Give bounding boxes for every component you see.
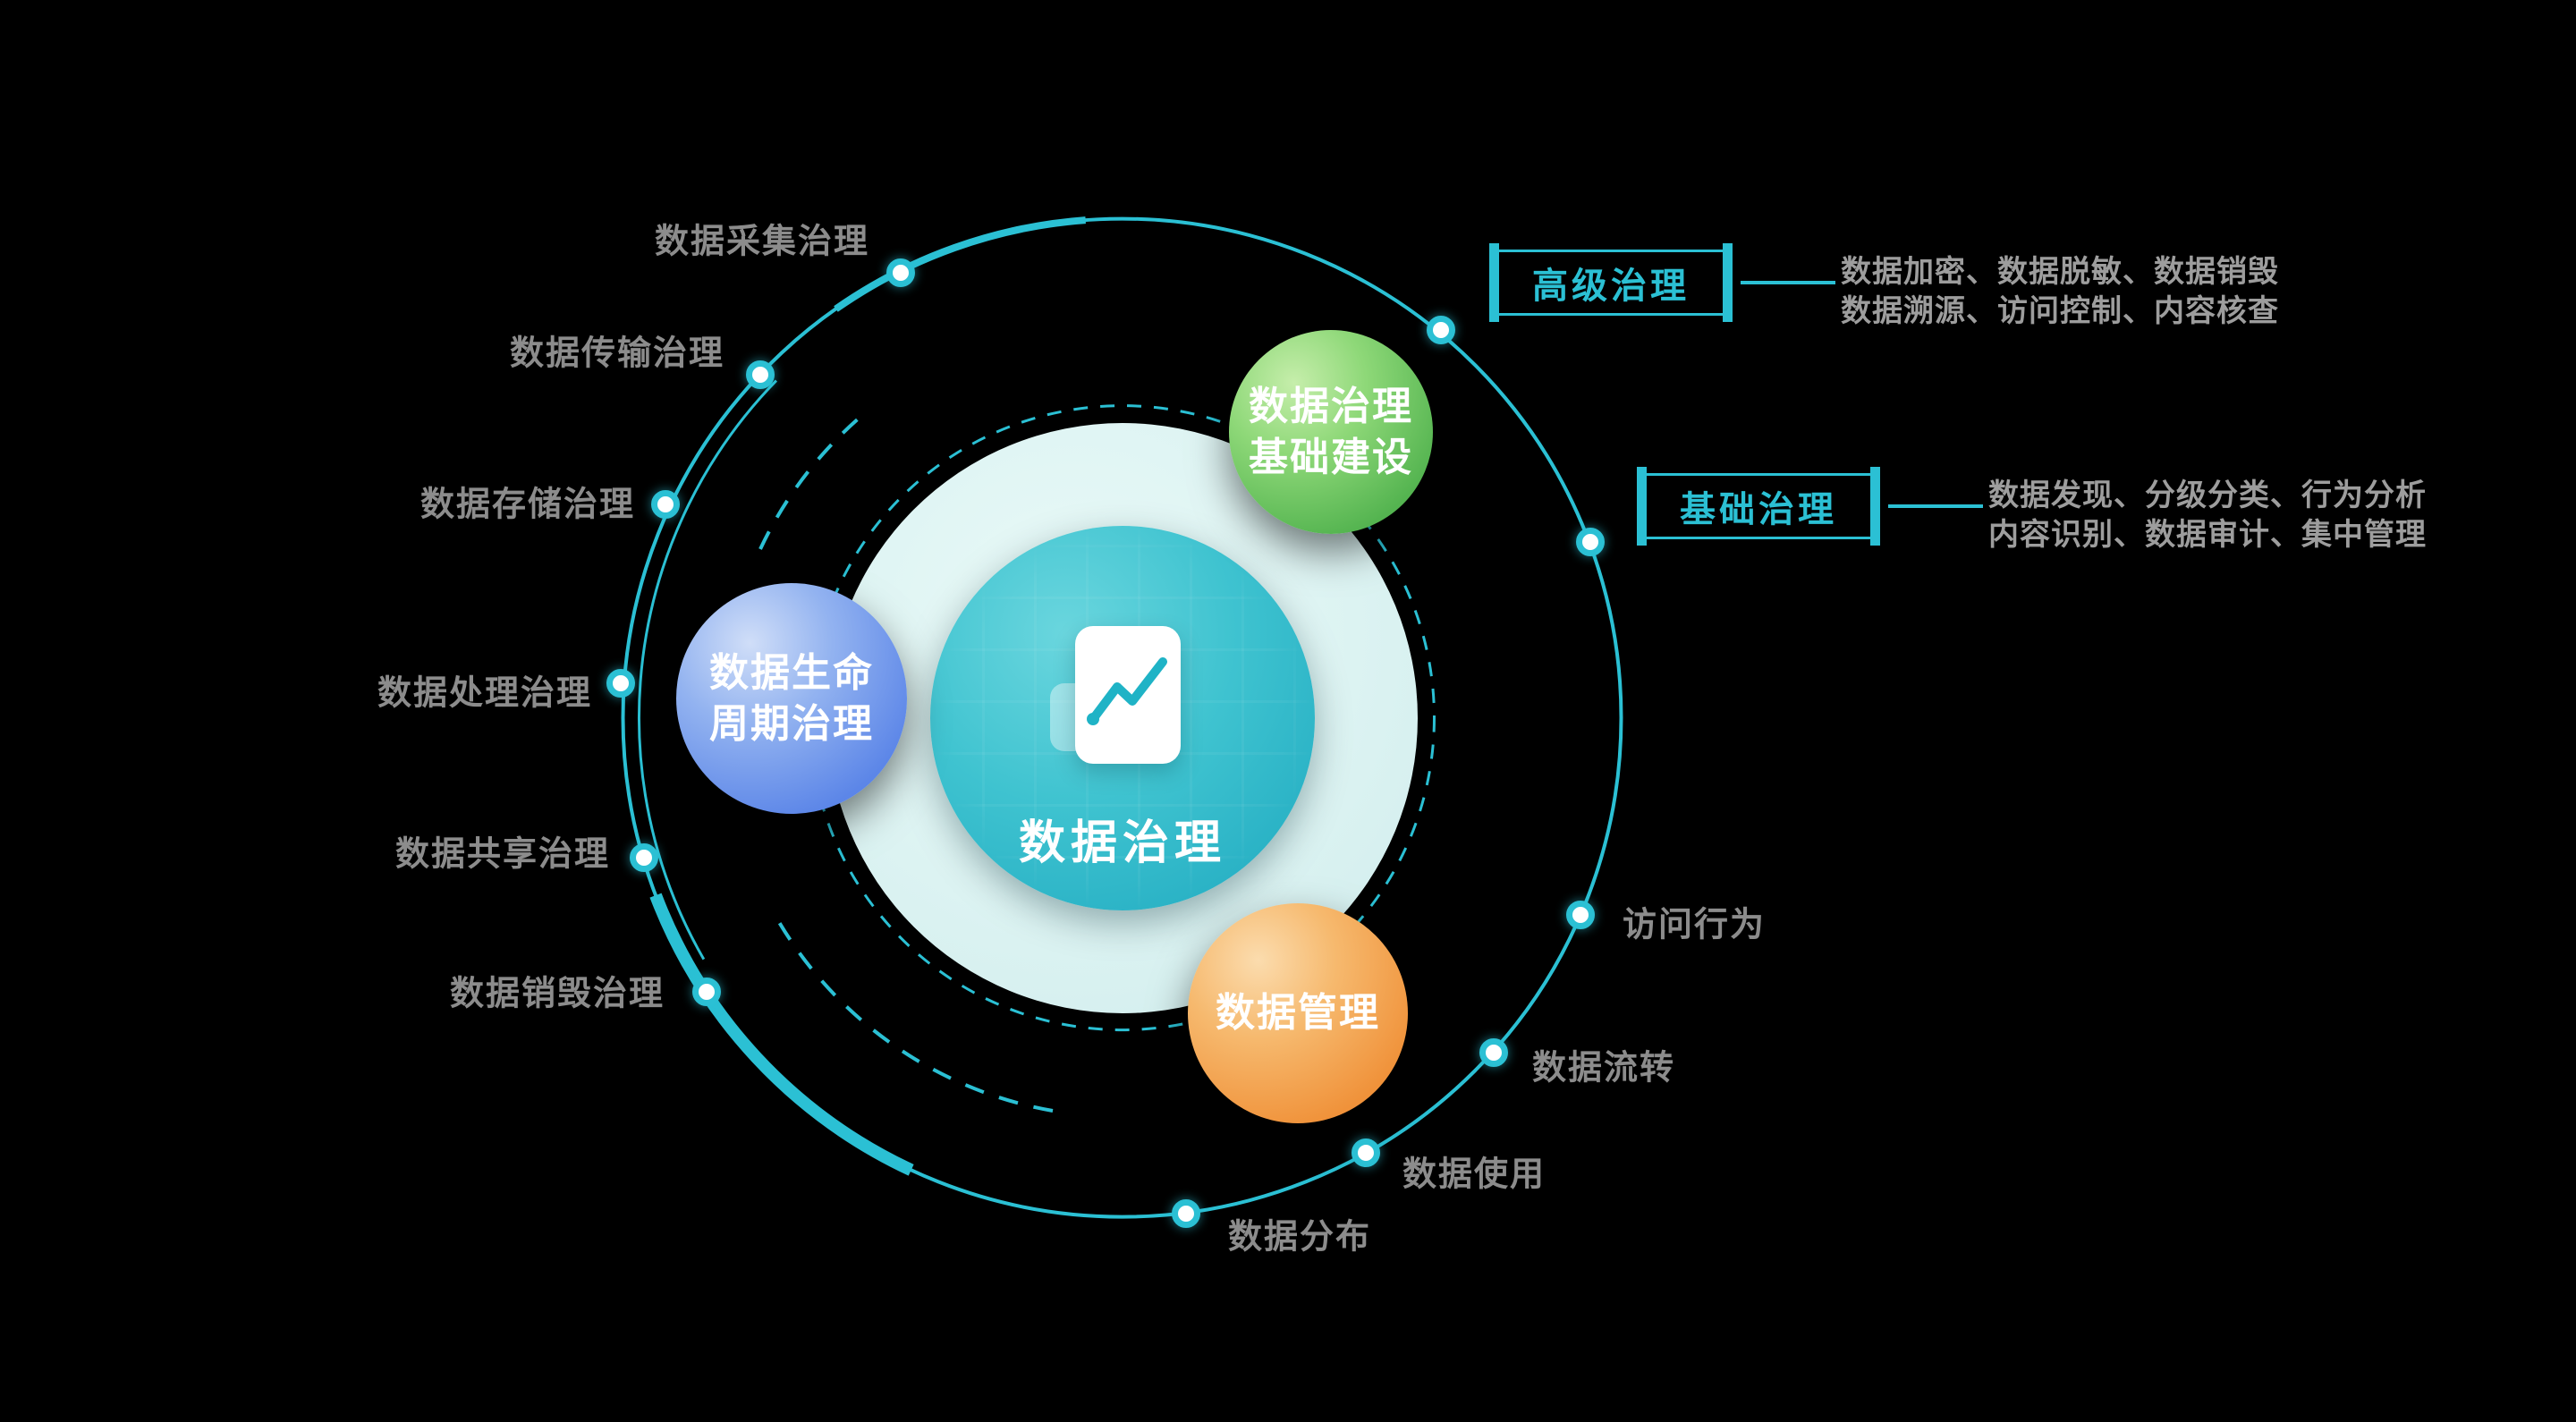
basic-governance-connector-line [1888, 504, 1983, 508]
description-line: 数据加密、数据脱敏、数据销毁 [1841, 255, 2279, 289]
ring-node-dot [1427, 316, 1455, 344]
ring-node-dot [1172, 1199, 1200, 1228]
ring-label-sharing: 数据共享治理 [394, 835, 611, 874]
orbit-thick-arc [616, 212, 1628, 1223]
ring-node-dot [651, 490, 680, 519]
advanced-governance-description: 数据加密、数据脱敏、数据销毁 数据溯源、访问控制、内容核查 [1841, 252, 2279, 331]
ring-node-dot [886, 258, 915, 287]
satellite-infrastructure: 数据治理 基础建设 [1229, 330, 1433, 534]
satellite-management: 数据管理 [1188, 903, 1408, 1123]
orbit-inner-offset-arc [638, 233, 1606, 1203]
ring-label-storage: 数据存储治理 [419, 486, 636, 524]
orbit-circle [621, 216, 1623, 1219]
satellite-label-line: 数据生命 [709, 650, 874, 695]
ring-node-dot [606, 669, 635, 698]
satellite-label-line: 数据管理 [1216, 991, 1380, 1036]
dashed-arc-bottom-left [775, 916, 1054, 1113]
basic-governance-title: 基础治理 [1680, 490, 1837, 529]
advanced-governance-title: 高级治理 [1532, 267, 1690, 306]
ring-label-access-behavior: 访问行为 [1622, 906, 1767, 944]
ring-label-processing: 数据处理治理 [377, 674, 593, 713]
advanced-governance-connector-line [1741, 281, 1835, 284]
ring-node-dot [1566, 901, 1595, 929]
basic-governance-description: 数据发现、分级分类、行为分析 内容识别、数据审计、集中管理 [1988, 476, 2427, 554]
document-trend-chart-icon [1050, 626, 1202, 776]
dashed-arc-top-left [758, 411, 868, 550]
satellite-lifecycle: 数据生命 周期治理 [676, 583, 907, 814]
icon-trend-line [1087, 657, 1167, 725]
description-line: 数据发现、分级分类、行为分析 [1988, 478, 2427, 512]
orbit-medium-arc [619, 215, 1625, 1221]
ring-node-dot [692, 978, 721, 1006]
ring-node-dot [1479, 1038, 1508, 1067]
basic-governance-badge: 基础治理 [1637, 467, 1880, 546]
description-line: 内容识别、数据审计、集中管理 [1988, 518, 2427, 552]
ring-label-usage: 数据使用 [1402, 1155, 1546, 1194]
satellite-label-line: 周期治理 [709, 702, 874, 746]
description-line: 数据溯源、访问控制、内容核查 [1841, 294, 2279, 328]
icon-document [1075, 626, 1181, 764]
ring-label-destruction: 数据销毁治理 [449, 975, 665, 1013]
ring-node-dot [630, 843, 658, 872]
ring-node-dot [1576, 528, 1605, 556]
ring-label-distribution: 数据分布 [1227, 1218, 1372, 1257]
ring-label-collection: 数据采集治理 [654, 223, 870, 261]
ring-label-transmission: 数据传输治理 [509, 334, 725, 373]
ring-node-dot [746, 360, 775, 389]
ring-node-dot [1352, 1138, 1380, 1167]
core-title: 数据治理 [1018, 817, 1226, 869]
ring-label-flow: 数据流转 [1531, 1049, 1676, 1088]
advanced-governance-badge: 高级治理 [1489, 243, 1733, 322]
satellite-label-line: 基础建设 [1249, 436, 1413, 479]
satellite-label-line: 数据治理 [1249, 384, 1413, 428]
